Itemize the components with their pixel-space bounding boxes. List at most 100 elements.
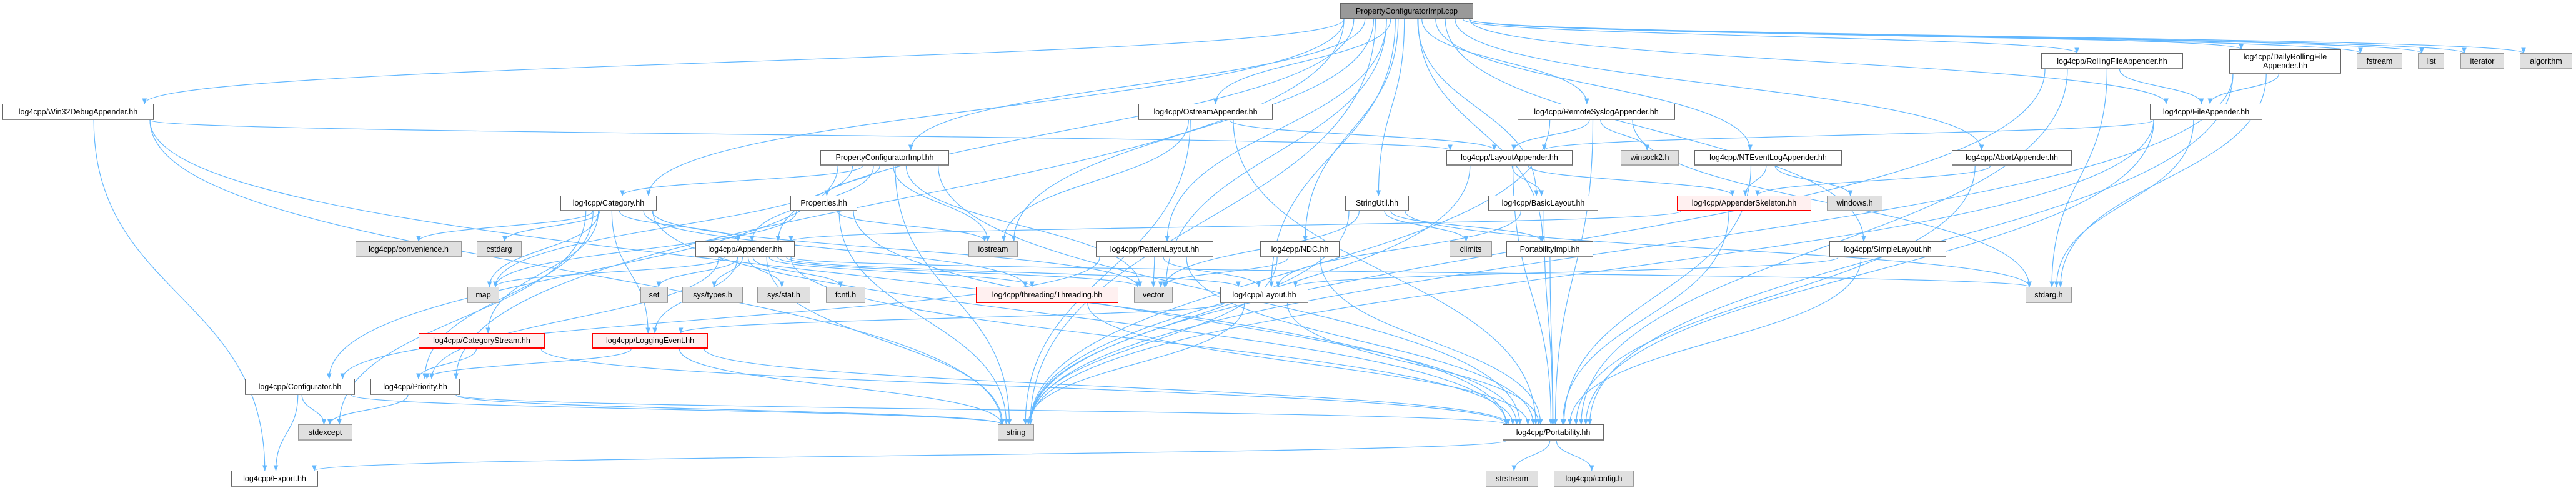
edge-root-to-fileapp [1469,19,2169,104]
node-fcntl: fcntl.h [826,287,865,303]
edge-fileapp-to-string [1028,119,2154,425]
node-priority[interactable]: log4cpp/Priority.hh [370,379,460,395]
edge-priority-to-string [455,394,1004,425]
edge-threading-to-portability [1087,302,1531,425]
edge-fileapp-to-stdarg [2054,119,2194,288]
edge-appender-to-layout [786,257,1241,288]
node-basiclayout[interactable]: log4cpp/BasicLayout.hh [1488,196,1598,211]
node-portimpl[interactable]: PortabilityImpl.hh [1506,241,1593,258]
node-strstream: strstream [1486,471,1538,487]
node-ntevent[interactable]: log4cpp/NTEventLogAppender.hh [1694,150,1842,166]
node-skeleton[interactable]: log4cpp/AppenderSkeleton.hh [1677,196,1811,211]
edge-fileapp-to-portability [1583,119,2154,425]
edge-root-to-abort [1455,19,1984,151]
edge-portability-to-export [312,440,1507,471]
node-stdarg: stdarg.h [2026,287,2072,303]
node-cstdarg: cstdarg [477,241,522,258]
edge-daily-to-fileapp [2207,73,2279,104]
edge-configurator-to-string [351,394,1004,425]
node-algorithm: algorithm [2520,53,2572,69]
edge-root-to-rolling [1463,19,2079,54]
edge-logevent-to-portability [704,348,1511,425]
node-convenience: log4cpp/convenience.h [356,241,462,258]
node-pattern[interactable]: log4cpp/PatternLayout.hh [1096,241,1213,258]
edge-catstream-to-priority [416,348,477,379]
edge-pcimplhh-to-properties [824,165,880,196]
node-root[interactable]: PropertyConfiguratorImpl.cpp [1340,3,1473,19]
edge-ostream-to-layoutapp [1229,119,1497,151]
node-remote[interactable]: log4cpp/RemoteSyslogAppender.hh [1518,104,1675,120]
edge-category-to-vector [652,211,1140,288]
edge-root-to-win32 [142,19,1345,104]
edge-appender-to-vector [777,257,1140,288]
node-list: list [2418,53,2444,69]
node-portability[interactable]: log4cpp/Portability.hh [1503,424,1604,441]
edge-layoutapp-to-skeleton [1528,165,1735,196]
edge-remote-to-winsock [1600,119,1650,151]
edge-pcimplhh-to-category [620,165,863,196]
edge-root-to-stringutil [1376,19,1405,196]
edge-root-to-category [646,19,1345,196]
edge-configurator-to-stdexcept [301,394,327,425]
node-export[interactable]: log4cpp/Export.hh [231,471,318,487]
node-threading[interactable]: log4cpp/threading/Threading.hh [976,287,1118,303]
edge-pattern-to-configurator [340,257,1100,379]
edge-pcimplhh-to-map [493,165,853,288]
node-stringutil[interactable]: StringUtil.hh [1345,196,1409,211]
node-iostream: iostream [968,241,1018,258]
node-stdexcept: stdexcept [298,424,352,441]
node-layoutapp[interactable]: log4cpp/LayoutAppender.hh [1446,150,1573,166]
node-layout[interactable]: log4cpp/Layout.hh [1220,287,1308,303]
node-daily[interactable]: log4cpp/DailyRollingFile Appender.hh [2229,49,2341,74]
edge-appender-to-fcntl [752,257,843,288]
node-set: set [640,287,668,303]
node-pcimplhh[interactable]: PropertyConfiguratorImpl.hh [820,150,949,166]
edge-properties-to-map [493,211,797,288]
edge-appender-to-set [656,257,738,288]
node-iterator: iterator [2460,53,2504,69]
edge-layout-to-logevent [679,302,1225,334]
node-catstream[interactable]: log4cpp/CategoryStream.hh [419,333,545,349]
edge-rolling-to-portability [1578,69,2068,425]
edge-simplelayout-to-layout [1293,257,1839,288]
edge-ntevent-to-windows [1774,165,1853,196]
edge-remote-to-layoutapp [1511,119,1590,151]
node-abort[interactable]: log4cpp/AbortAppender.hh [1952,150,2072,166]
node-ndc[interactable]: log4cpp/NDC.hh [1260,241,1340,258]
edge-root-to-ndc [1303,19,1399,242]
node-win32[interactable]: log4cpp/Win32DebugAppender.hh [2,104,154,120]
edge-root-to-string [1028,19,1376,425]
node-simplelayout[interactable]: log4cpp/SimpleLayout.hh [1829,241,1946,258]
node-configurator[interactable]: log4cpp/Configurator.hh [245,379,355,395]
edge-root-to-remote [1421,19,1589,104]
edge-ostream-to-iostream [1001,119,1189,242]
edge-ndc-to-vector [1158,257,1289,288]
edge-layout-to-string [1026,302,1245,425]
node-map: map [467,287,499,303]
node-ostream[interactable]: log4cpp/OstreamAppender.hh [1138,104,1273,120]
edge-basiclayout-to-layout [1276,211,1521,288]
node-windows: windows.h [1827,196,1882,211]
edge-win32-to-portability [149,119,1509,425]
edge-rolling-to-fileapp [2119,69,2204,104]
edge-ntevent-to-skeleton [1743,165,1767,196]
edge-category-to-convenience [416,211,593,242]
node-fileapp[interactable]: log4cpp/FileAppender.hh [2150,104,2262,120]
edge-root-to-appender [775,19,1355,242]
edge-pattern-to-layout [1163,257,1261,288]
node-logevent[interactable]: log4cpp/LoggingEvent.hh [592,333,708,349]
edge-daily-to-string [1028,73,2234,425]
node-rolling[interactable]: log4cpp/RollingFileAppender.hh [2041,53,2183,69]
edge-layoutapp-to-portability [1513,165,1554,425]
edge-remote-to-string [1028,119,1551,425]
edge-properties-to-portability [853,211,1519,425]
edge-layer [93,19,2526,471]
node-category[interactable]: log4cpp/Category.hh [560,196,657,211]
node-properties[interactable]: Properties.hh [790,196,857,211]
edge-rolling-to-stdarg [2049,69,2107,288]
edge-appender-to-systypes [712,257,743,288]
edge-root-to-pattern [1165,19,1387,242]
edge-layoutapp-to-basiclayout [1511,165,1544,196]
node-appender[interactable]: log4cpp/Appender.hh [695,241,795,258]
node-string: string [998,424,1034,441]
